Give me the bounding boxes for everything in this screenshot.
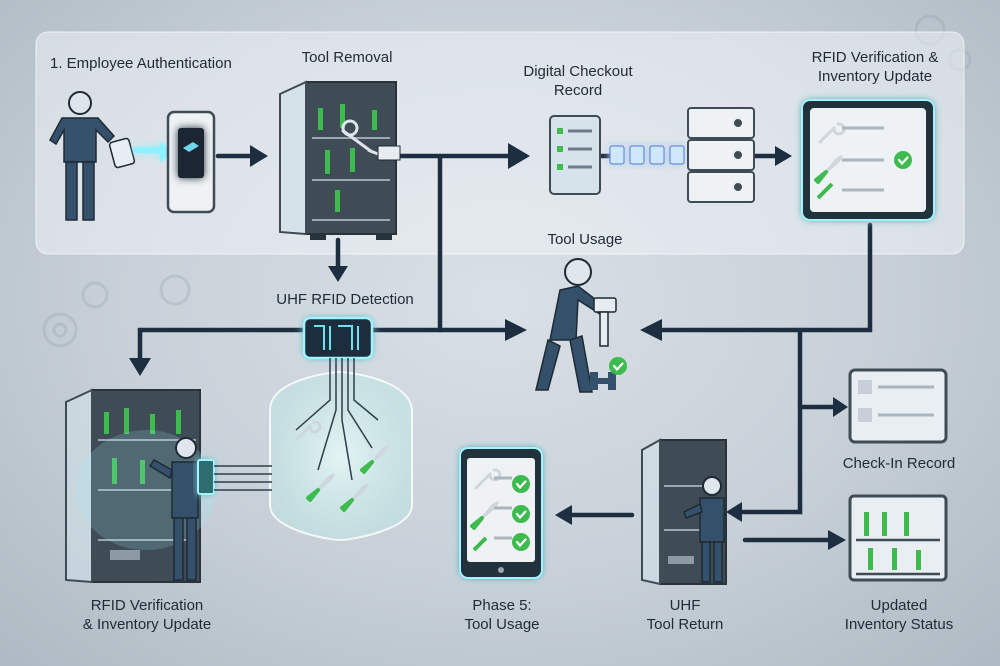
label-rfid-verification-bottom-line2: & Inventory Update [82,616,212,633]
data-packets-icon [609,145,685,165]
hammer-icon [593,297,617,347]
tablet-icon [801,99,935,221]
label-rfid-verification-top-line2: Inventory Update [817,68,933,85]
clipboard-icon [549,115,601,195]
label-phase5-line1: Phase 5: [472,597,532,614]
handheld-reader-icon [197,459,215,495]
check-icon [510,473,532,495]
rfid-reader-icon [166,110,216,214]
cabinet-icon [279,80,401,240]
label-tool-usage: Tool Usage [547,231,623,248]
reader-beams [214,465,272,491]
arrow-heads [129,143,848,550]
technician-icon [683,476,725,583]
dumbbell-tool-icon [590,372,616,390]
worker-icon [535,258,605,393]
label-rfid-verification-top-line1: RFID Verification & [811,49,939,66]
flow-arrows [137,153,873,543]
tablet-icon [459,447,543,579]
checkin-screen-icon [848,368,948,444]
rfid-chip-icon [302,316,374,360]
label-digital-checkout-line1: Digital Checkout [523,63,633,80]
label-digital-checkout-line2: Record [553,82,603,99]
label-phase5-line2: Tool Usage [464,616,540,633]
label-check-in-record: Check-In Record [842,455,956,472]
label-uhf-rfid-detection: UHF RFID Detection [276,291,414,308]
label-tool-return-line1: UHF [669,597,701,614]
technician-icon [148,437,199,581]
employee-icon [49,91,116,221]
label-updated-inventory-line1: Updated [870,597,928,614]
label-employee-authentication: 1. Employee Authentication [50,55,232,72]
label-tool-return-line2: Tool Return [646,616,724,633]
server-icon [687,107,755,203]
check-icon [510,531,532,553]
detection-zone [269,358,413,542]
inventory-rack-icon [848,494,948,582]
label-tool-removal: Tool Removal [301,49,393,66]
phone-icon [108,137,136,169]
label-rfid-verification-bottom-line1: RFID Verification [90,597,204,614]
label-updated-inventory-line2: Inventory Status [844,616,954,633]
check-icon [510,503,532,525]
check-icon [607,355,629,377]
check-icon [892,149,914,171]
